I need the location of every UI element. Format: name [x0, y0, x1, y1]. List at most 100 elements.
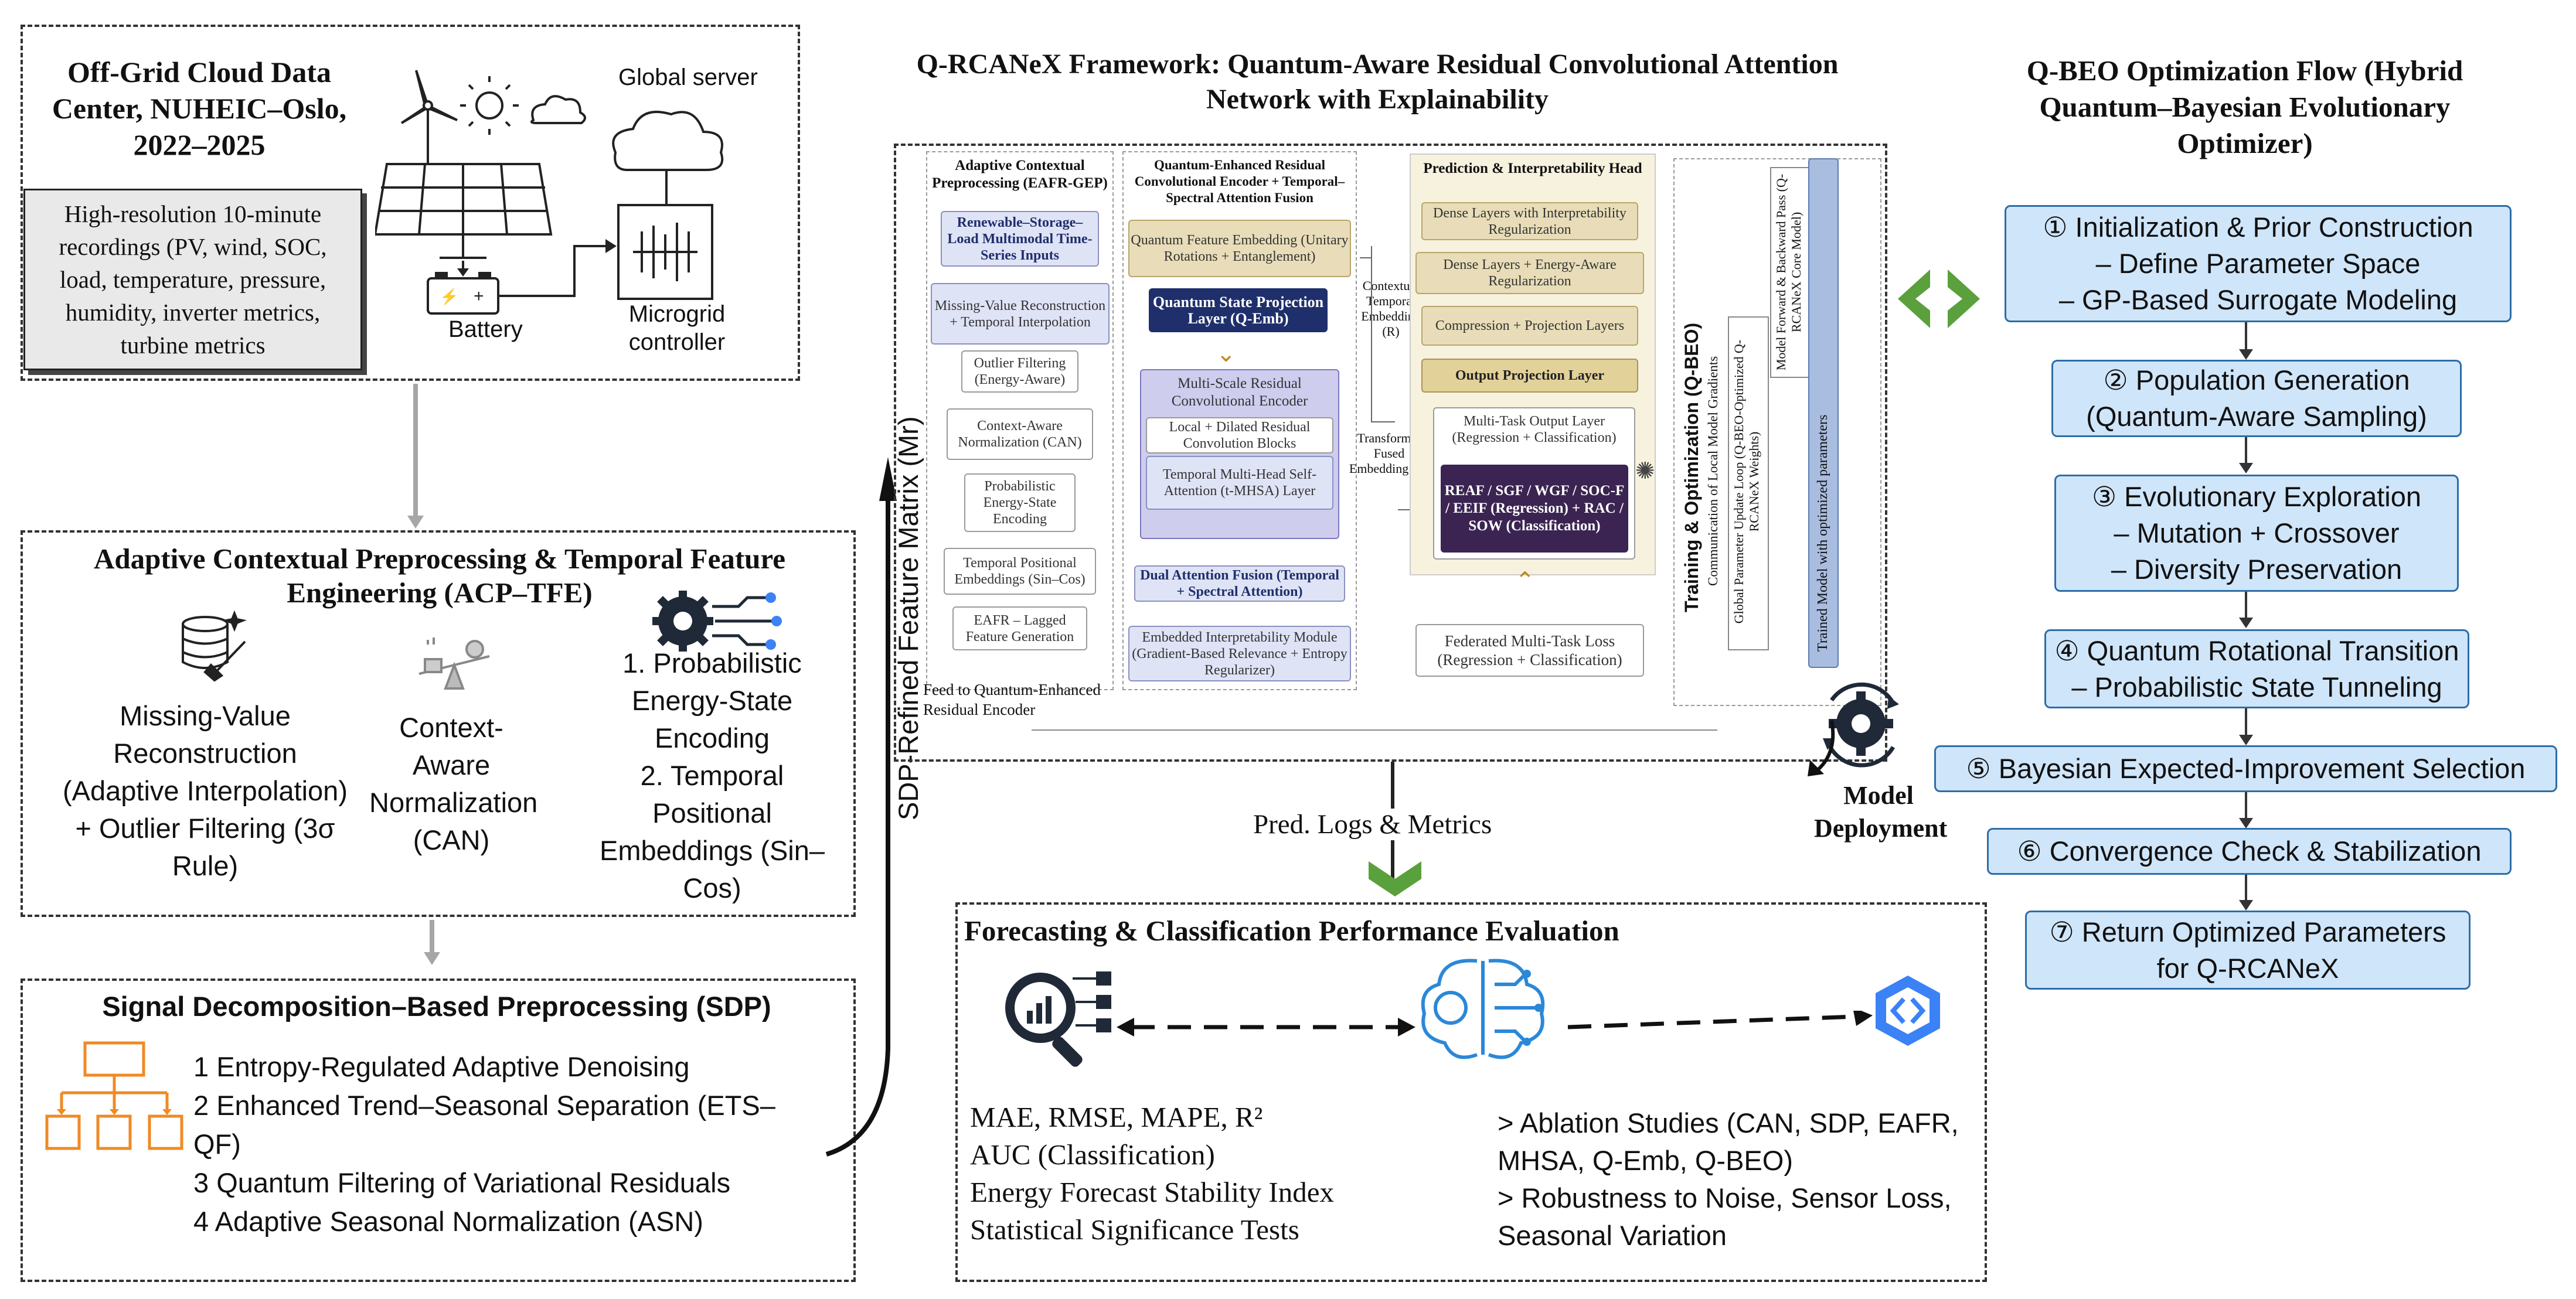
col2-title: Quantum-Enhanced Residual Convolutional … — [1134, 158, 1345, 205]
sdp-items: 1 Entropy-Regulated Adaptive Denoising 2… — [193, 1048, 775, 1241]
qbeo-connector-5 — [2245, 792, 2247, 821]
green-chevron-down — [1369, 861, 1421, 896]
col1-box-can: Context-Aware Normalization (CAN) — [947, 408, 1093, 460]
sun-icon — [460, 76, 519, 135]
brain-icon: ✺ — [1635, 458, 1655, 484]
acp-col1: Missing-Value Reconstruction (Adaptive I… — [63, 700, 348, 881]
qbeo-arrow-2 — [2239, 463, 2253, 473]
col2-box-qemb: Quantum State Projection Layer (Q-Emb) — [1149, 288, 1328, 332]
energy-system-illustration: ⚡ + — [375, 70, 724, 315]
global-loop-box: Global Parameter Update Loop (Q-BEO-Opti… — [1728, 316, 1769, 650]
study-1: > Ablation Studies (CAN, SDP, EAFR, — [1498, 1107, 1959, 1138]
forward-pass-box: Model Forward & Backward Pass (Q-RCANeX … — [1770, 167, 1811, 378]
deployment-gear-icon — [1823, 682, 1899, 768]
svg-text:+: + — [474, 287, 484, 306]
qbeo-arrow-4 — [2239, 735, 2253, 745]
pred-logs-label: Pred. Logs & Metrics — [1248, 809, 1497, 840]
col1-box-eafr: EAFR – Lagged Feature Generation — [952, 606, 1087, 650]
col1-box-energy: Probabilistic Energy-State Encoding — [964, 473, 1076, 532]
eval-panel — [955, 902, 1987, 1282]
balance-normalization-icon — [418, 637, 490, 690]
col3-box-output: Output Projection Layer — [1421, 359, 1638, 393]
gray-arrowhead-1 — [407, 516, 424, 529]
hierarchy-icon — [45, 1041, 183, 1150]
col3-up-chevron: ⌄ — [1515, 566, 1535, 592]
qbeo-step-6: ⑥ Convergence Check & Stabilization — [1987, 828, 2512, 875]
global-server-cloud-icon — [612, 110, 724, 171]
sdp-item-1: 1 Entropy-Regulated Adaptive Denoising — [193, 1051, 690, 1082]
col2-box-dual: Dual Attention Fusion (Temporal + Spectr… — [1134, 565, 1345, 602]
col3-box-compression: Compression + Projection Layers — [1421, 306, 1638, 346]
acp-title: Adaptive Contextual Preprocessing & Temp… — [93, 543, 786, 609]
wind-turbine-icon — [400, 70, 458, 170]
datacenter-title: Off-Grid Cloud Data Center, NUHEIC–Oslo,… — [52, 56, 347, 161]
trained-model-box: Trained Model with optimized parameters — [1808, 158, 1839, 668]
qbeo-arrow-5 — [2239, 818, 2253, 829]
qbeo-step-1: ① Initialization & Prior Construction– D… — [2005, 205, 2512, 322]
qbeo-arrow-1 — [2239, 349, 2253, 360]
metric-3: Energy Forecast Stability Index — [970, 1176, 1334, 1208]
framework-col2 — [1122, 151, 1357, 690]
qbeo-step-4: ④ Quantum Rotational Transition– Probabi… — [2044, 629, 2469, 708]
green-double-chevron — [1898, 270, 1980, 328]
metric-2: AUC (Classification) — [970, 1138, 1215, 1171]
col1-feed-label: Feed to Quantum-Enhanced Residual Encode… — [923, 681, 1101, 718]
col3-title: Prediction & Interpretability Head — [1423, 161, 1642, 176]
col1-box-positional: Temporal Positional Embeddings (Sin–Cos) — [944, 548, 1096, 595]
sdp-item-2: 2 Enhanced Trend–Seasonal Separation (ET… — [193, 1090, 775, 1121]
qbeo-connector-6 — [2245, 875, 2247, 904]
col2-box-mhsa: Temporal Multi-Head Self-Attention (t-MH… — [1146, 456, 1333, 510]
training-sub: Communication of Local Model Gradients — [1706, 356, 1720, 586]
qbeo-connector-2 — [2245, 437, 2247, 466]
cloud-deploy-icon — [1876, 976, 1940, 1046]
framework-bottom-line — [1032, 729, 1717, 731]
gear-circuit-icon — [652, 591, 782, 652]
eval-studies: > Ablation Studies (CAN, SDP, EAFR, MHSA… — [1498, 1104, 1959, 1254]
cloud-icon — [530, 95, 586, 124]
ai-chip-brain-icon — [1421, 959, 1545, 1059]
sdp-item-4: 4 Adaptive Seasonal Normalization (ASN) — [193, 1206, 703, 1237]
solar-panel-icon — [375, 163, 553, 259]
sdp-item-2b: QF) — [193, 1128, 241, 1160]
qbeo-title: Q-BEO Optimization Flow (Hybrid Quantum–… — [2026, 54, 2463, 159]
analytics-magnifier-icon — [1005, 971, 1111, 1067]
database-clean-icon — [182, 610, 247, 682]
col2-box-qfe: Quantum Feature Embedding (Unitary Rotat… — [1128, 220, 1351, 277]
metric-1: MAE, RMSE, MAPE, R² — [970, 1101, 1263, 1133]
qbeo-connector-1 — [2245, 322, 2247, 352]
col1-box-missing: Missing-Value Reconstruction + Temporal … — [931, 283, 1110, 345]
recordings-box: High-resolution 10-minute recordings (PV… — [23, 189, 362, 370]
framework-title: Q-RCANeX Framework: Quantum-Aware Residu… — [916, 49, 1839, 115]
sdp-to-framework-arrow — [825, 457, 897, 1157]
microgrid-label: Microgrid controller — [628, 301, 726, 355]
deployment-arrow — [1808, 720, 1835, 776]
battery-icon — [427, 272, 499, 315]
framework-col1 — [926, 151, 1114, 690]
training-panel — [1673, 158, 1881, 706]
battery-label: Battery — [448, 316, 523, 342]
study-2: MHSA, Q-Emb, Q-BEO) — [1498, 1145, 1793, 1176]
col1-box-inputs: Renewable–Storage–Load Multimodal Time-S… — [941, 211, 1099, 267]
col2-box-interp: Embedded Interpretability Module (Gradie… — [1128, 626, 1351, 681]
acp-col2: Context- Aware Normalization (CAN) — [369, 712, 538, 855]
sdp-title: Signal Decomposition–Based Preprocessing… — [102, 991, 771, 1022]
col3-box-dense1: Dense Layers with Interpretability Regul… — [1421, 202, 1638, 240]
qbeo-step-2: ② Population Generation(Quantum-Aware Sa… — [2051, 360, 2462, 437]
svg-text:⚡: ⚡ — [440, 288, 458, 306]
study-4: Seasonal Variation — [1498, 1220, 1727, 1251]
eval-title: Forecasting & Classification Performance… — [964, 915, 1619, 947]
qbeo-arrow-3 — [2239, 618, 2253, 628]
eval-dashed-arrows — [1117, 1011, 1873, 1037]
col2-box-dilated: Local + Dilated Residual Convolution Blo… — [1146, 417, 1333, 454]
datacenter-panel — [21, 25, 800, 381]
global-server-label: Global server — [618, 64, 758, 90]
sdp-panel — [21, 978, 856, 1282]
qbeo-arrow-6 — [2239, 900, 2253, 911]
training-title: Training & Optimization (Q-BEO) — [1681, 322, 1702, 612]
col2-box-msrce: Multi-Scale Residual Convolutional Encod… — [1140, 369, 1339, 539]
acp-col3: 1. Probabilistic Energy-State Encoding 2… — [599, 647, 825, 903]
framework-panel — [894, 144, 1887, 762]
col1-box-outlier: Outlier Filtering (Energy-Aware) — [961, 350, 1078, 393]
microgrid-controller-icon — [617, 204, 713, 300]
qbeo-connector-3 — [2245, 592, 2247, 621]
